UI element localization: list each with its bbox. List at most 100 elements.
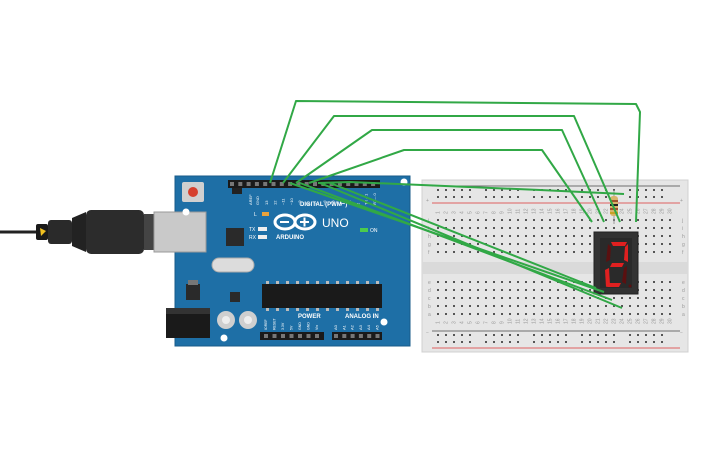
header-pin[interactable] bbox=[367, 334, 372, 338]
bb-hole[interactable] bbox=[461, 313, 463, 315]
rail-hole[interactable] bbox=[501, 189, 503, 191]
bb-hole[interactable] bbox=[621, 297, 623, 299]
header-pin[interactable] bbox=[358, 334, 363, 338]
rail-hole[interactable] bbox=[461, 196, 463, 198]
bb-hole[interactable] bbox=[669, 219, 671, 221]
bb-hole[interactable] bbox=[477, 227, 479, 229]
rail-hole[interactable] bbox=[637, 334, 639, 336]
bb-hole[interactable] bbox=[493, 243, 495, 245]
rail-hole[interactable] bbox=[469, 341, 471, 343]
bb-hole[interactable] bbox=[549, 243, 551, 245]
header-pin[interactable] bbox=[271, 182, 276, 186]
bb-hole[interactable] bbox=[501, 243, 503, 245]
bb-hole[interactable] bbox=[573, 297, 575, 299]
rail-hole[interactable] bbox=[485, 341, 487, 343]
header-pin[interactable] bbox=[350, 334, 355, 338]
bb-hole[interactable] bbox=[485, 227, 487, 229]
rail-hole[interactable] bbox=[485, 196, 487, 198]
bb-hole[interactable] bbox=[661, 281, 663, 283]
rail-hole[interactable] bbox=[589, 196, 591, 198]
header-pin[interactable] bbox=[375, 334, 380, 338]
bb-hole[interactable] bbox=[469, 289, 471, 291]
bb-hole[interactable] bbox=[573, 227, 575, 229]
rail-hole[interactable] bbox=[541, 334, 543, 336]
bb-hole[interactable] bbox=[645, 251, 647, 253]
bb-hole[interactable] bbox=[517, 289, 519, 291]
header-pin[interactable] bbox=[306, 334, 311, 338]
bb-hole[interactable] bbox=[445, 219, 447, 221]
header-pin[interactable] bbox=[289, 334, 294, 338]
bb-hole[interactable] bbox=[589, 305, 591, 307]
bb-hole[interactable] bbox=[661, 313, 663, 315]
bb-hole[interactable] bbox=[453, 235, 455, 237]
bb-hole[interactable] bbox=[541, 243, 543, 245]
bb-hole[interactable] bbox=[501, 235, 503, 237]
bb-hole[interactable] bbox=[557, 313, 559, 315]
bb-hole[interactable] bbox=[453, 313, 455, 315]
rail-hole[interactable] bbox=[565, 189, 567, 191]
bb-hole[interactable] bbox=[501, 251, 503, 253]
header-pin[interactable] bbox=[279, 182, 284, 186]
bb-hole[interactable] bbox=[469, 313, 471, 315]
rail-hole[interactable] bbox=[509, 189, 511, 191]
bb-hole[interactable] bbox=[477, 235, 479, 237]
rail-hole[interactable] bbox=[533, 196, 535, 198]
bb-hole[interactable] bbox=[485, 297, 487, 299]
bb-hole[interactable] bbox=[661, 297, 663, 299]
bb-hole[interactable] bbox=[557, 235, 559, 237]
bb-hole[interactable] bbox=[453, 305, 455, 307]
header-pin[interactable] bbox=[230, 182, 234, 186]
bb-hole[interactable] bbox=[445, 251, 447, 253]
bb-hole[interactable] bbox=[565, 227, 567, 229]
bb-hole[interactable] bbox=[525, 251, 527, 253]
bb-hole[interactable] bbox=[661, 289, 663, 291]
rail-hole[interactable] bbox=[565, 196, 567, 198]
bb-hole[interactable] bbox=[485, 281, 487, 283]
bb-hole[interactable] bbox=[613, 313, 615, 315]
bb-hole[interactable] bbox=[509, 297, 511, 299]
bb-hole[interactable] bbox=[437, 297, 439, 299]
bb-hole[interactable] bbox=[541, 251, 543, 253]
rail-hole[interactable] bbox=[589, 341, 591, 343]
bb-hole[interactable] bbox=[541, 289, 543, 291]
bb-hole[interactable] bbox=[669, 297, 671, 299]
bb-hole[interactable] bbox=[557, 297, 559, 299]
bb-hole[interactable] bbox=[589, 313, 591, 315]
bb-hole[interactable] bbox=[461, 289, 463, 291]
bb-hole[interactable] bbox=[613, 227, 615, 229]
bb-hole[interactable] bbox=[437, 281, 439, 283]
bb-hole[interactable] bbox=[581, 219, 583, 221]
bb-hole[interactable] bbox=[477, 251, 479, 253]
bb-hole[interactable] bbox=[445, 313, 447, 315]
header-pin[interactable] bbox=[272, 334, 277, 338]
header-pin[interactable] bbox=[362, 182, 367, 186]
bb-hole[interactable] bbox=[517, 305, 519, 307]
rail-hole[interactable] bbox=[597, 189, 599, 191]
header-pin[interactable] bbox=[264, 334, 268, 338]
bb-hole[interactable] bbox=[629, 313, 631, 315]
bb-hole[interactable] bbox=[669, 227, 671, 229]
rail-hole[interactable] bbox=[549, 196, 551, 198]
bb-hole[interactable] bbox=[589, 227, 591, 229]
bb-hole[interactable] bbox=[509, 243, 511, 245]
bb-hole[interactable] bbox=[485, 219, 487, 221]
bb-hole[interactable] bbox=[525, 289, 527, 291]
rail-hole[interactable] bbox=[597, 334, 599, 336]
rail-hole[interactable] bbox=[653, 334, 655, 336]
bb-hole[interactable] bbox=[565, 289, 567, 291]
rail-hole[interactable] bbox=[653, 341, 655, 343]
bb-hole[interactable] bbox=[517, 219, 519, 221]
rail-hole[interactable] bbox=[493, 334, 495, 336]
bb-hole[interactable] bbox=[517, 297, 519, 299]
analog-header[interactable] bbox=[332, 332, 382, 340]
bb-hole[interactable] bbox=[637, 305, 639, 307]
rail-hole[interactable] bbox=[501, 341, 503, 343]
bb-hole[interactable] bbox=[453, 297, 455, 299]
bb-hole[interactable] bbox=[525, 219, 527, 221]
bb-hole[interactable] bbox=[637, 313, 639, 315]
bb-hole[interactable] bbox=[581, 313, 583, 315]
rail-hole[interactable] bbox=[629, 341, 631, 343]
rail-hole[interactable] bbox=[549, 334, 551, 336]
bb-hole[interactable] bbox=[661, 235, 663, 237]
bb-hole[interactable] bbox=[565, 243, 567, 245]
